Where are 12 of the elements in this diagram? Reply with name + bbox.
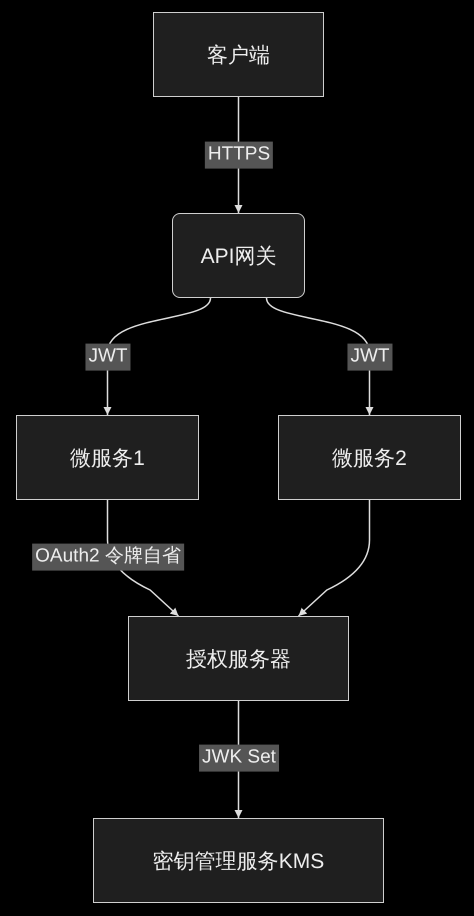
edge-label: JWK Set <box>199 744 279 772</box>
process-box: 密钥管理服务KMS <box>93 818 384 903</box>
process-box: 授权服务器 <box>128 616 349 701</box>
process-box: 微服务1 <box>16 415 199 500</box>
edge-label: JWT <box>85 344 131 370</box>
edge-label: OAuth2 令牌自省 <box>32 544 184 570</box>
process-box: 客户端 <box>153 12 324 97</box>
arrow <box>298 500 370 617</box>
edge-label: HTTPS <box>204 142 274 168</box>
process-box: API网关 <box>172 213 305 298</box>
process-box: 微服务2 <box>278 415 461 500</box>
edge-label: JWT <box>347 344 393 370</box>
